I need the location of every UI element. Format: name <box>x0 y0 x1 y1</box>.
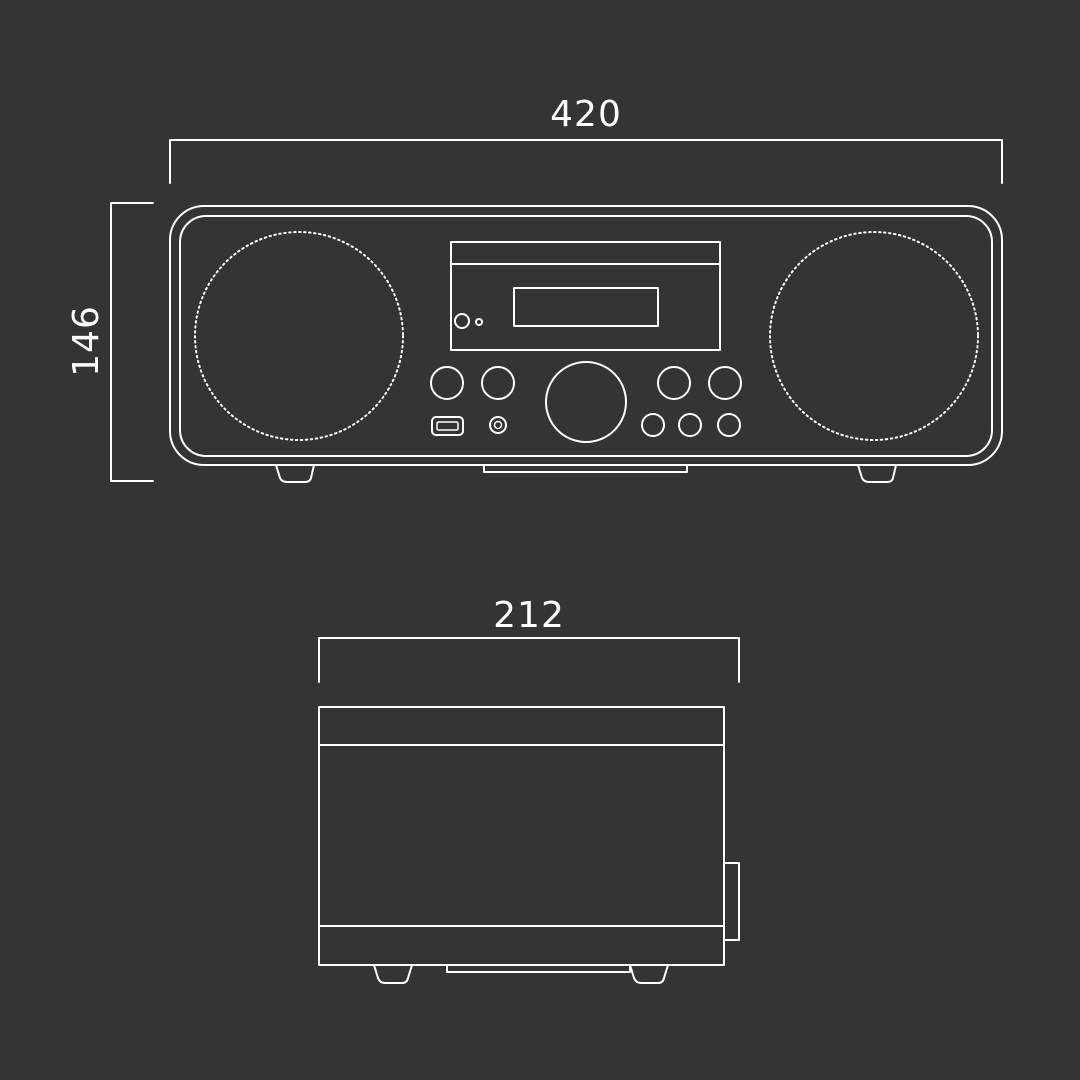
lcd-display <box>513 287 659 327</box>
right-button-1 <box>657 366 691 400</box>
front-right-foot <box>857 464 897 483</box>
width-label: 420 <box>550 94 622 135</box>
small-button-1 <box>641 413 665 437</box>
status-led <box>475 318 483 326</box>
side-view: 212 <box>318 595 740 984</box>
height-label: 146 <box>66 305 107 377</box>
side-left-foot <box>373 964 413 984</box>
height-dimension-line <box>110 202 154 482</box>
depth-dimension: 212 <box>318 595 740 683</box>
side-right-foot <box>629 964 669 984</box>
width-dimension: 420 <box>169 94 1003 184</box>
volume-knob <box>545 361 627 443</box>
height-dimension: 146 <box>66 202 154 482</box>
small-button-3 <box>717 413 741 437</box>
front-base-plate <box>483 464 688 473</box>
front-left-foot <box>275 464 315 483</box>
headphone-jack <box>489 416 507 434</box>
front-view: 420 146 <box>66 94 1003 483</box>
usb-port-inner <box>436 421 459 431</box>
display-module-frame <box>450 241 721 351</box>
rear-connector-block <box>723 862 740 941</box>
small-button-2 <box>678 413 702 437</box>
left-speaker-grille <box>194 231 404 441</box>
display-module <box>450 241 721 351</box>
usb-port <box>431 416 464 436</box>
depth-dimension-line <box>318 637 740 683</box>
headphone-jack-inner <box>493 420 503 430</box>
control-panel <box>430 361 742 443</box>
depth-label: 212 <box>493 595 565 636</box>
left-button-2 <box>481 366 515 400</box>
front-cabinet-outer <box>169 205 1003 466</box>
right-button-2 <box>708 366 742 400</box>
left-button-1 <box>430 366 464 400</box>
side-base-plate <box>446 964 631 973</box>
front-cabinet-inner <box>179 215 993 457</box>
ir-sensor <box>454 313 470 329</box>
width-dimension-line <box>169 139 1003 184</box>
right-speaker-grille <box>769 231 979 441</box>
